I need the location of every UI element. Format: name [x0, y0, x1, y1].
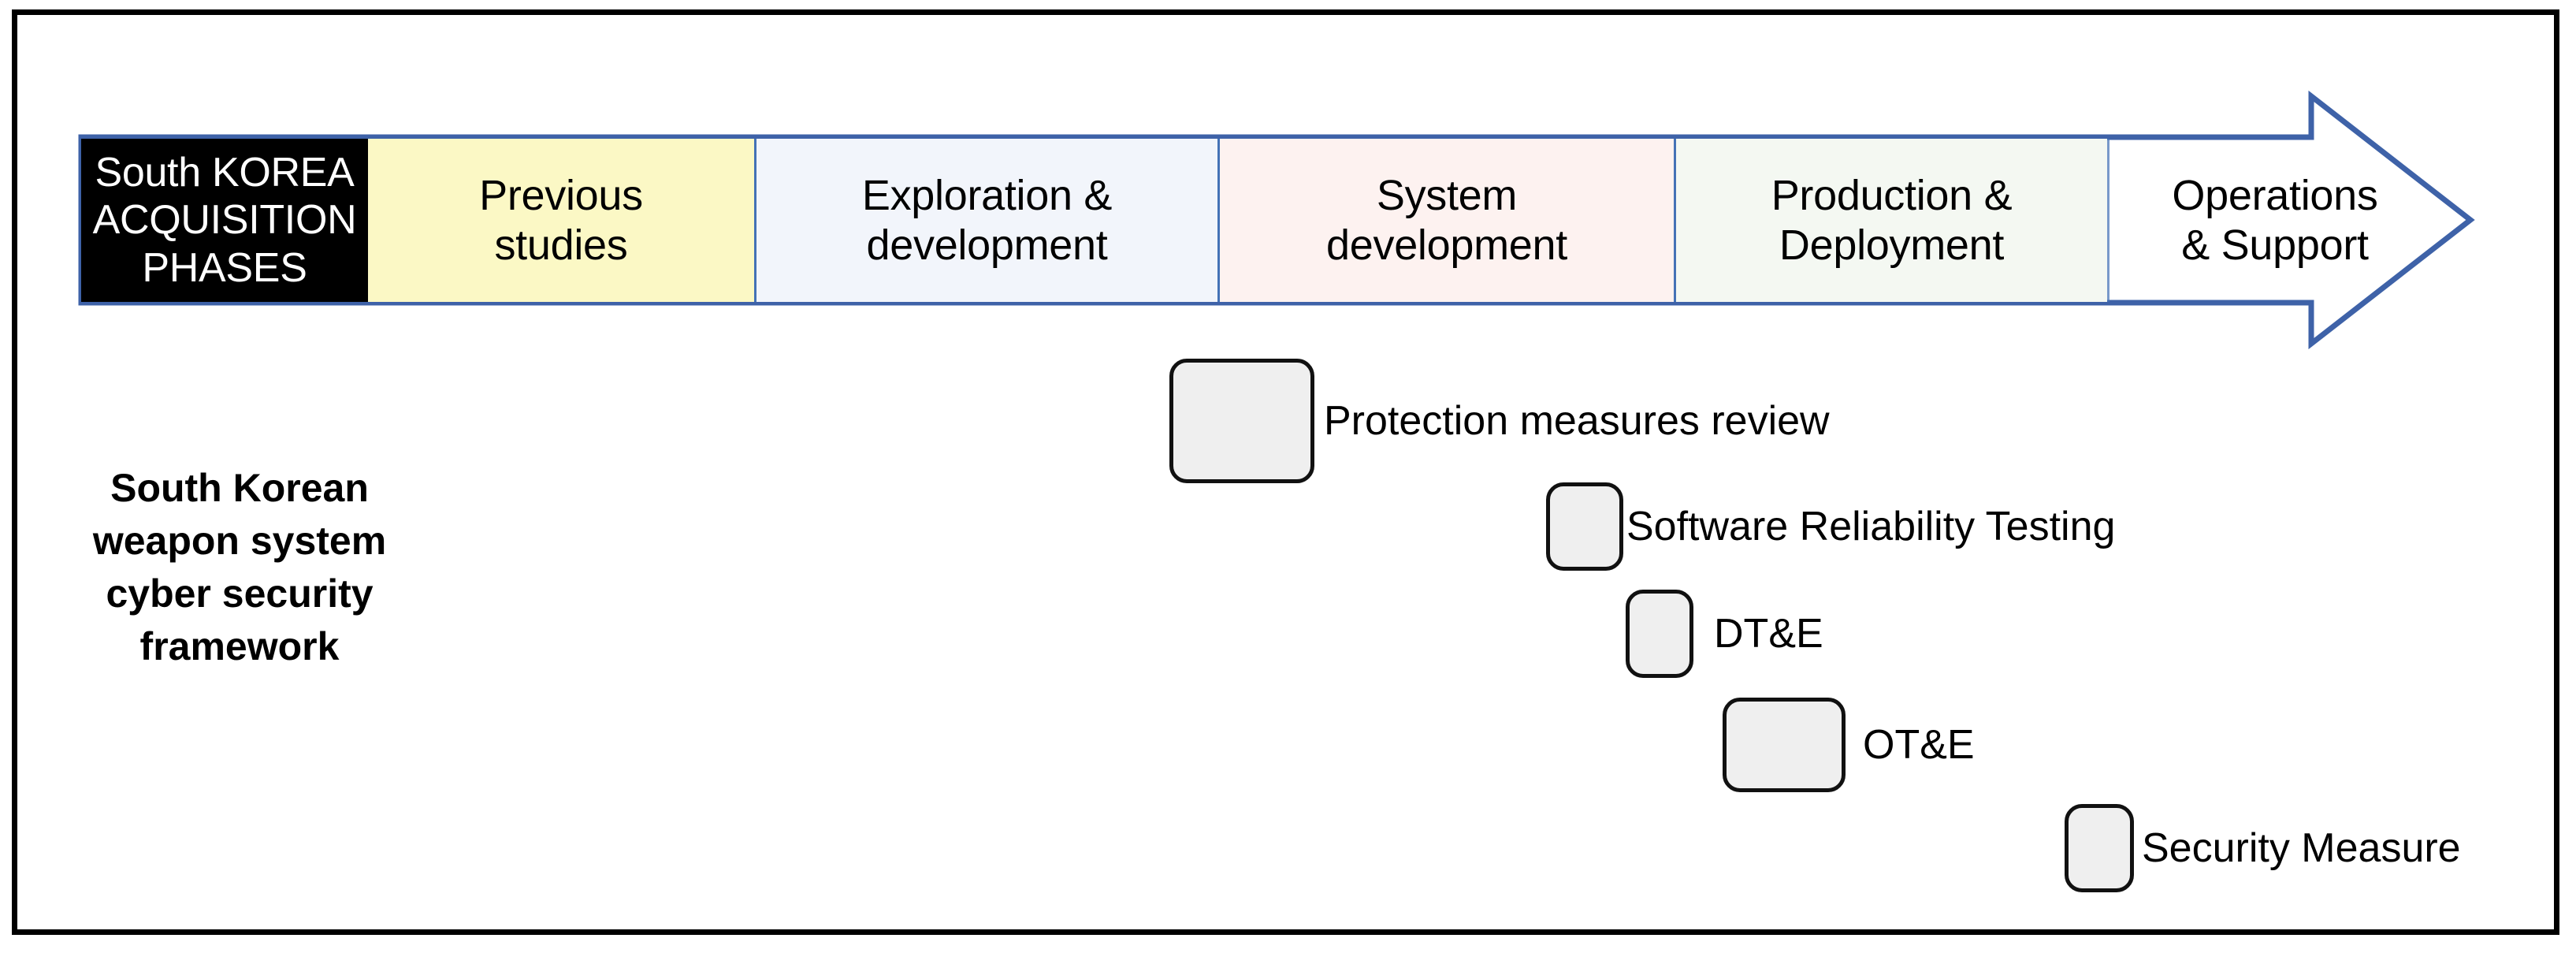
- acquisition-phase-arrow: South KOREA ACQUISITION PHASES Previous …: [78, 90, 2475, 350]
- framework-label-line-3: cyber security: [106, 571, 374, 616]
- phase-divider-2: [1217, 139, 1220, 302]
- phase-divider-3: [1674, 139, 1676, 302]
- phase-header-block: South KOREA ACQUISITION PHASES: [81, 139, 368, 302]
- phase-label-line-1: System: [1376, 171, 1518, 219]
- framework-label-line-4: framework: [139, 624, 340, 668]
- activity-item-dte[interactable]: DT&E: [1626, 590, 1823, 678]
- phase-label-line-2: & Support: [2181, 221, 2369, 269]
- phase-cells-row: South KOREA ACQUISITION PHASES Previous …: [81, 139, 2440, 302]
- framework-label-line-2: weapon system: [92, 519, 387, 563]
- header-line-3: PHASES: [142, 244, 307, 291]
- phase-label-line-2: studies: [494, 221, 628, 269]
- framework-label-line-1: South Korean: [110, 466, 369, 510]
- header-line-2: ACQUISITION: [92, 197, 357, 244]
- phase-divider-4: [2107, 139, 2109, 302]
- phase-label-line-2: Deployment: [1779, 221, 2005, 269]
- phase-label-line-1: Previous: [479, 171, 643, 219]
- phase-label-line-1: Exploration &: [861, 171, 1113, 219]
- phase-label-line-2: development: [1326, 221, 1567, 269]
- phase-label-line-1: Operations: [2172, 171, 2378, 219]
- phase-cell-previous-studies[interactable]: Previous studies: [368, 139, 754, 302]
- phase-cell-exploration[interactable]: Exploration & development: [756, 139, 1217, 302]
- phase-cell-operations[interactable]: Operations & Support: [2109, 139, 2440, 302]
- activity-box-security-measure[interactable]: [2065, 804, 2134, 892]
- activity-label-dte: DT&E: [1714, 611, 1823, 657]
- activity-label-security-measure: Security Measure: [2142, 825, 2461, 871]
- activity-item-protection-measures-review[interactable]: Protection measures review: [1169, 359, 1830, 483]
- activity-label-protection-measures-review: Protection measures review: [1324, 398, 1830, 444]
- phase-cell-system-development[interactable]: System development: [1220, 139, 1674, 302]
- header-line-1: South KOREA: [95, 150, 355, 196]
- phase-label-line-2: development: [866, 221, 1108, 269]
- activity-item-software-reliability-testing[interactable]: Software Reliability Testing: [1546, 482, 2115, 571]
- activity-box-dte[interactable]: [1626, 590, 1693, 678]
- phase-cell-production[interactable]: Production & Deployment: [1676, 139, 2107, 302]
- framework-label: South Korean weapon system cyber securit…: [82, 462, 397, 673]
- phase-label-line-1: Production &: [1771, 171, 2013, 219]
- activity-label-ote: OT&E: [1863, 722, 1975, 768]
- activity-item-security-measure[interactable]: Security Measure: [2065, 804, 2461, 892]
- activity-label-software-reliability-testing: Software Reliability Testing: [1626, 504, 2116, 549]
- activity-box-ote[interactable]: [1723, 698, 1846, 792]
- phase-divider-1: [754, 139, 756, 302]
- activity-item-ote[interactable]: OT&E: [1723, 698, 1975, 792]
- figure-outer-border: [12, 9, 2559, 935]
- activity-box-software-reliability-testing[interactable]: [1546, 482, 1623, 571]
- activity-box-protection-measures-review[interactable]: [1169, 359, 1314, 483]
